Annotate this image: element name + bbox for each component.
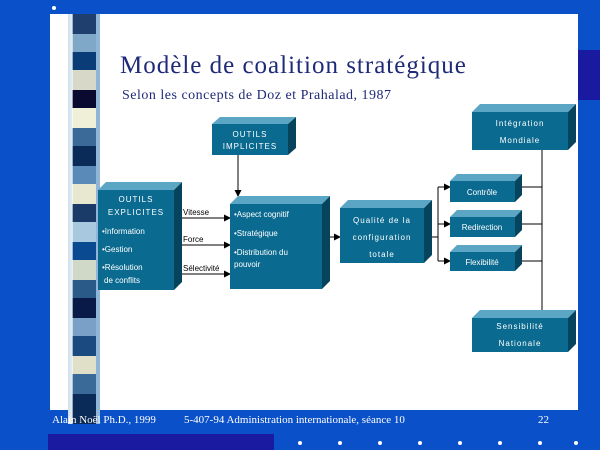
box-flexibilite: Flexibilité xyxy=(450,245,522,271)
decor-dot xyxy=(538,441,542,445)
footer-course: 5-407-94 Administration internationale, … xyxy=(184,414,405,426)
decor-dot xyxy=(298,441,302,445)
decor-dot xyxy=(52,6,56,10)
box-sensibilite-nationale: Sensibilité Nationale xyxy=(472,310,576,352)
quality-line-2: configuration xyxy=(353,233,412,242)
lever-label-selectivite: Sélectivité xyxy=(183,264,220,273)
box-center-aspects: •Aspect cognitif •Stratégique •Distribut… xyxy=(230,196,330,289)
decor-dot xyxy=(498,441,502,445)
outcome-label: Flexibilité xyxy=(465,258,499,267)
box-qualite-configuration: Qualité de la configuration totale xyxy=(340,200,432,263)
center-item: •Distribution du xyxy=(234,248,288,257)
slide-shadow-right xyxy=(578,50,600,100)
box-integration-mondiale: Intégration Mondiale xyxy=(472,104,576,150)
quality-line-1: Qualité de la xyxy=(353,216,411,225)
footer-page-number: 22 xyxy=(538,414,549,426)
decor-dot xyxy=(458,441,462,445)
decorative-color-strip xyxy=(68,14,100,424)
explicites-item: de conflits xyxy=(104,276,140,285)
outcome-label: Contrôle xyxy=(467,188,498,197)
decor-dot xyxy=(418,441,422,445)
lever-label-force: Force xyxy=(183,235,204,244)
outcome-label: Redirection xyxy=(462,223,502,232)
center-item: •Aspect cognitif xyxy=(234,210,290,219)
center-item: •Stratégique xyxy=(234,229,278,238)
explicites-title-1: OUTILS xyxy=(119,195,154,204)
sensibilite-line-1: Sensibilité xyxy=(496,322,543,331)
quality-line-3: totale xyxy=(369,250,395,259)
slide-title: Modèle de coalition stratégique xyxy=(120,52,467,79)
implicites-line-1: OUTILS xyxy=(233,130,268,139)
box-outils-explicites: OUTILS EXPLICITES •Information •Gestion … xyxy=(98,182,182,290)
integration-line-2: Mondiale xyxy=(500,136,540,145)
explicites-item: •Gestion xyxy=(102,245,132,254)
implicites-line-2: IMPLICITES xyxy=(223,142,277,151)
slide-shadow-bottom xyxy=(48,434,274,450)
footer-author: Alain Noël Ph.D., 1999 xyxy=(52,414,156,426)
box-redirection: Redirection xyxy=(450,210,522,237)
decor-dot xyxy=(338,441,342,445)
box-outils-implicites: OUTILS IMPLICITES xyxy=(212,117,296,155)
lever-label-vitesse: Vitesse xyxy=(183,208,210,217)
explicites-item: •Information xyxy=(102,227,145,236)
slide-subtitle: Selon les concepts de Doz et Prahalad, 1… xyxy=(122,88,392,103)
connector-lines xyxy=(182,150,543,310)
box-controle: Contrôle xyxy=(450,174,522,202)
integration-line-1: Intégration xyxy=(496,119,545,128)
sensibilite-line-2: Nationale xyxy=(499,339,542,348)
center-item: pouvoir xyxy=(234,260,261,269)
explicites-item: •Résolution xyxy=(102,263,143,272)
decor-dot xyxy=(574,441,578,445)
explicites-title-2: EXPLICITES xyxy=(108,208,164,217)
decor-dot xyxy=(378,441,382,445)
